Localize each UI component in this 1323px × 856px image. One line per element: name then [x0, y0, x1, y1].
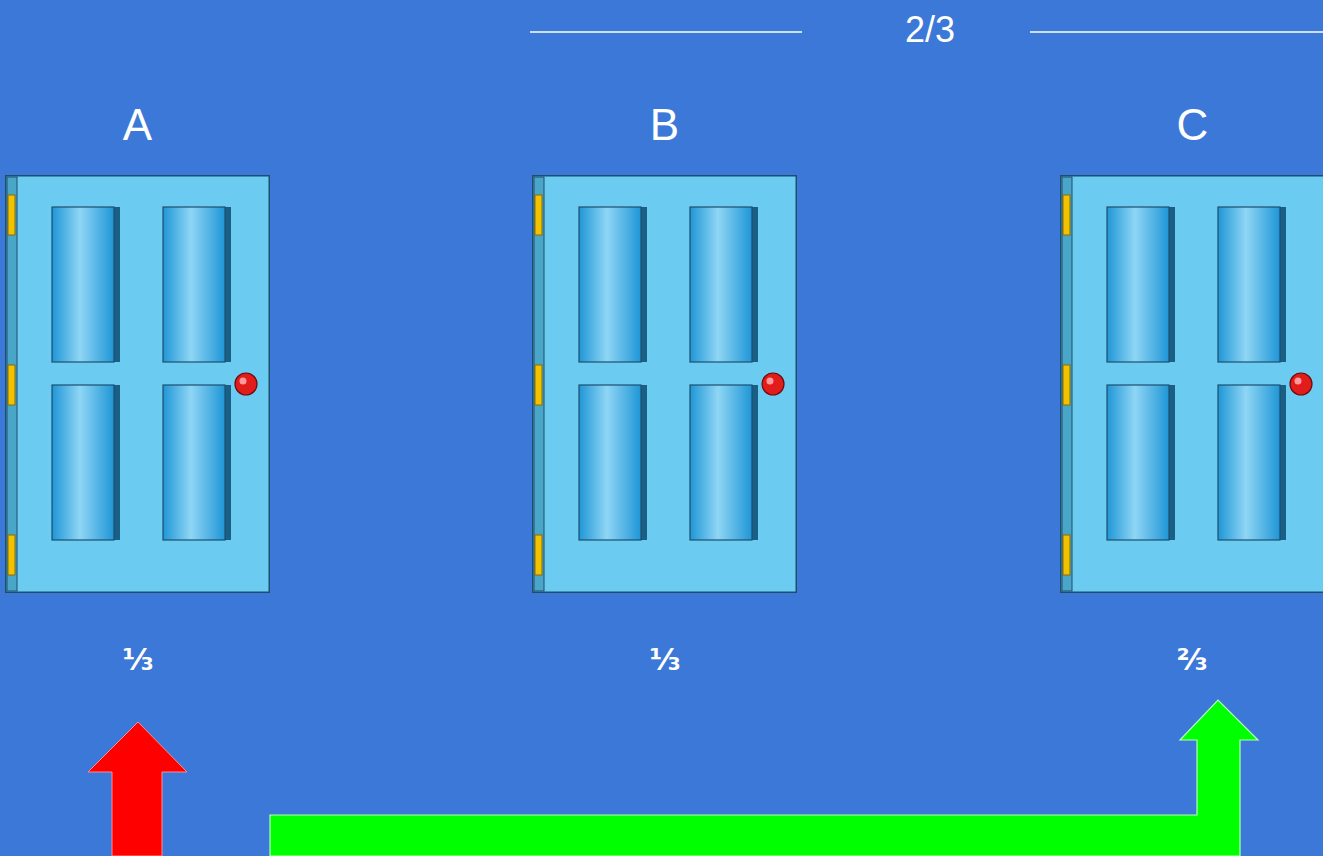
hinge	[1063, 195, 1070, 235]
hinge	[535, 365, 542, 405]
door-knob	[762, 373, 784, 395]
panel-shadow	[225, 207, 231, 362]
panel-shadow	[752, 207, 758, 362]
panel-shadow	[641, 385, 647, 540]
door-panel	[690, 207, 752, 362]
door-panel	[579, 385, 641, 540]
hinge	[1063, 535, 1070, 575]
door-leaf	[1061, 176, 1323, 593]
door-knob	[1290, 373, 1312, 395]
probability-label: ⅓	[649, 642, 680, 678]
panel-shadow	[641, 207, 647, 362]
door-letter: B	[532, 100, 797, 150]
knob-shine	[1295, 378, 1302, 385]
hinge	[8, 195, 15, 235]
door-symbol	[1060, 175, 1323, 593]
door-panel	[1107, 207, 1169, 362]
door-panel	[690, 385, 752, 540]
hinge	[8, 365, 15, 405]
green-arrow	[270, 700, 1258, 856]
probability-label: ⅓	[122, 642, 153, 678]
door-frame	[534, 177, 544, 591]
door-panel	[163, 385, 225, 540]
door: B	[532, 100, 797, 593]
door-panel	[1218, 207, 1280, 362]
hinge	[535, 535, 542, 575]
door-knob	[235, 373, 257, 395]
knob-shine	[767, 378, 774, 385]
panel-shadow	[1169, 207, 1175, 362]
panel-shadow	[1280, 207, 1286, 362]
red-arrow	[88, 722, 187, 856]
panel-shadow	[1280, 385, 1286, 540]
hinge	[8, 535, 15, 575]
bracket-line	[1030, 31, 1323, 33]
door-panel	[579, 207, 641, 362]
door-panel	[52, 385, 114, 540]
door-panel	[1218, 385, 1280, 540]
panel-shadow	[114, 207, 120, 362]
door-frame	[7, 177, 17, 591]
door-letter: C	[1060, 100, 1323, 150]
fraction-heading: 2/3	[905, 10, 955, 50]
door-leaf	[533, 176, 797, 593]
panel-shadow	[752, 385, 758, 540]
door-panel	[52, 207, 114, 362]
panel-shadow	[225, 385, 231, 540]
probability-label: ⅔	[1176, 642, 1207, 678]
panel-shadow	[1169, 385, 1175, 540]
door-panel	[163, 207, 225, 362]
knob-shine	[240, 378, 247, 385]
door: A	[5, 100, 270, 593]
door: C	[1060, 100, 1323, 593]
door-symbol	[532, 175, 797, 593]
hinge	[535, 195, 542, 235]
door-panel	[1107, 385, 1169, 540]
bracket-line	[530, 31, 802, 33]
door-frame	[1062, 177, 1072, 591]
panel-shadow	[114, 385, 120, 540]
door-symbol	[5, 175, 270, 593]
door-leaf	[6, 176, 270, 593]
hinge	[1063, 365, 1070, 405]
door-letter: A	[5, 100, 270, 150]
